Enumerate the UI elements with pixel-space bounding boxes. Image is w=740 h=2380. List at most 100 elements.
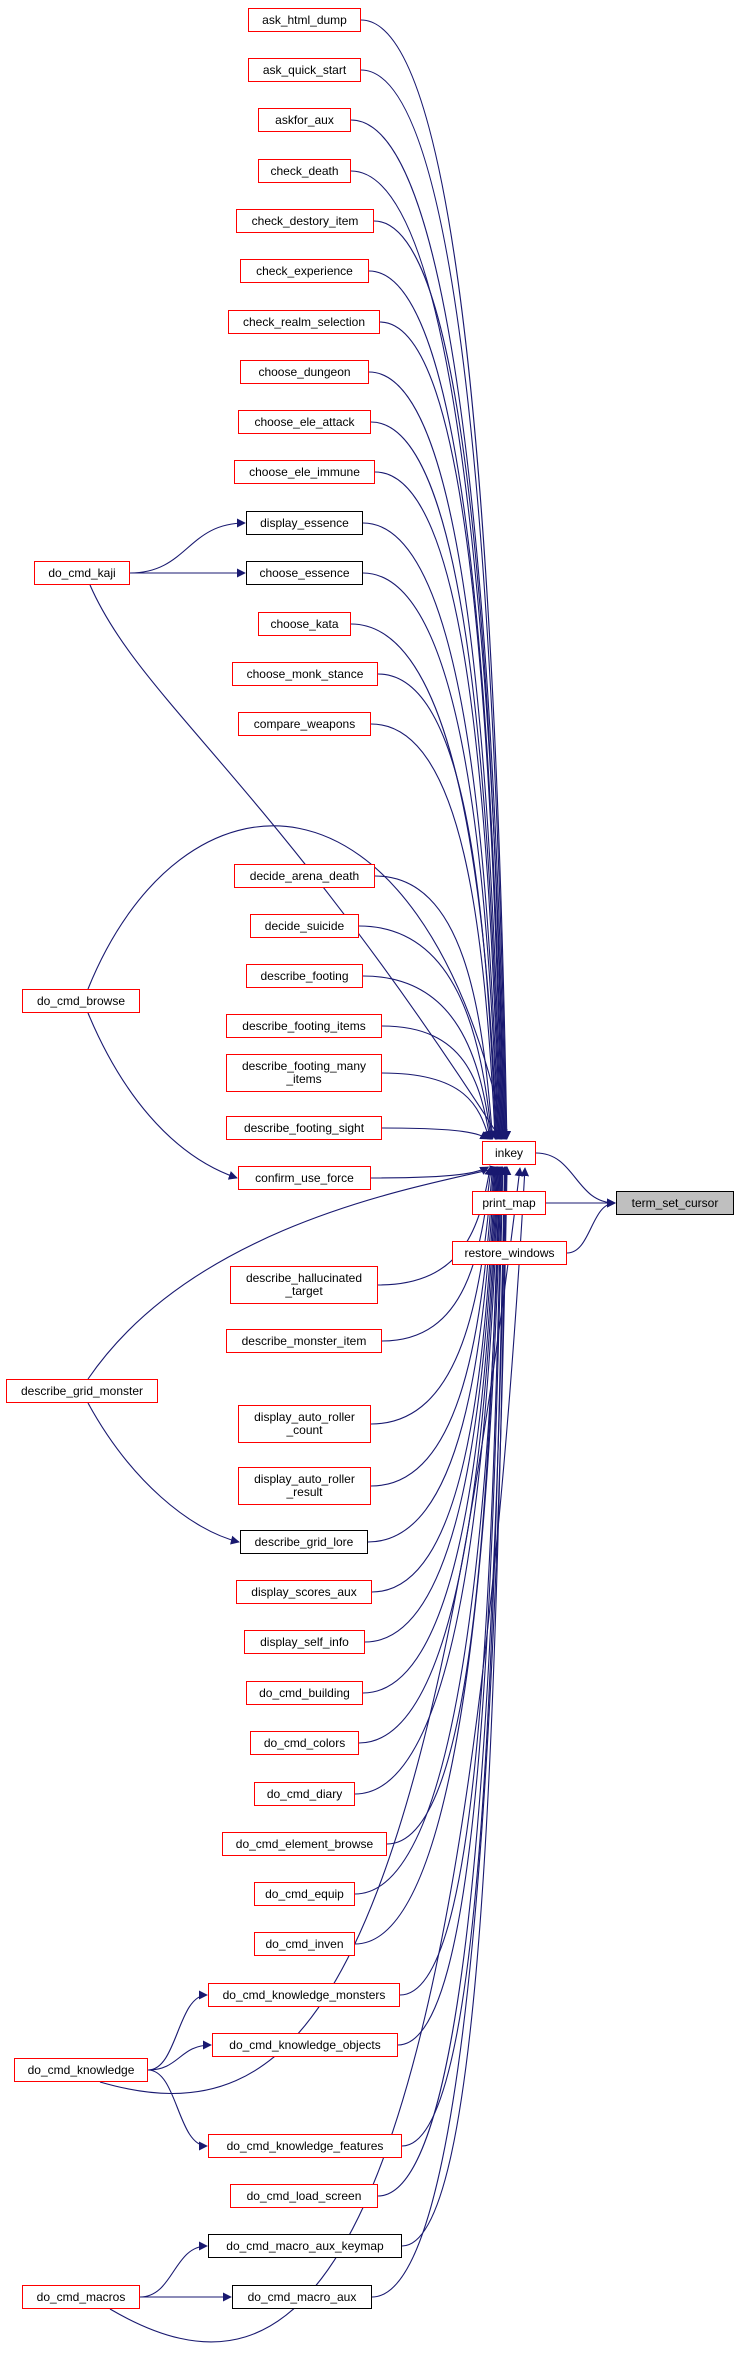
node-choose-essence[interactable]: choose_essence xyxy=(246,561,363,585)
edge-do-cmd-diary-to-inkey xyxy=(354,1166,503,1795)
edge-do-cmd-knowledge-to-do-cmd-knowledge-objects xyxy=(147,2040,212,2071)
node-choose-kata[interactable]: choose_kata xyxy=(258,612,351,636)
node-confirm-use-force[interactable]: confirm_use_force xyxy=(238,1166,371,1190)
node-term-set-cursor: term_set_cursor xyxy=(616,1191,734,1215)
edge-choose-dungeon-to-inkey xyxy=(368,371,506,1140)
edge-choose-essence-to-inkey xyxy=(362,572,502,1140)
edge-do-cmd-knowledge-to-do-cmd-knowledge-features xyxy=(147,2069,208,2151)
edge-check-death-to-inkey xyxy=(350,170,509,1140)
edge-check-experience-to-inkey xyxy=(368,270,508,1140)
edge-decide-suicide-to-inkey xyxy=(358,925,496,1140)
node-inkey[interactable]: inkey xyxy=(482,1141,536,1165)
edge-compare-weapons-to-inkey xyxy=(370,723,500,1140)
edge-do-cmd-knowledge-objects-to-inkey xyxy=(397,1166,508,2046)
node-check-death[interactable]: check_death xyxy=(258,159,351,183)
edge-do-cmd-browse-to-inkey xyxy=(87,825,508,1139)
edge-do-cmd-equip-to-inkey xyxy=(354,1166,505,1895)
node-do-cmd-knowledge-features[interactable]: do_cmd_knowledge_features xyxy=(208,2134,402,2158)
edge-do-cmd-kaji-to-display-essence xyxy=(129,518,246,574)
node-do-cmd-kaji[interactable]: do_cmd_kaji xyxy=(34,561,130,585)
edge-do-cmd-macro-aux-to-inkey xyxy=(371,1166,512,2298)
edge-choose-ele-immune-to-inkey xyxy=(374,471,504,1140)
node-ask-html-dump[interactable]: ask_html_dump xyxy=(248,8,361,32)
node-describe-grid-lore[interactable]: describe_grid_lore xyxy=(240,1530,368,1554)
node-do-cmd-macro-aux[interactable]: do_cmd_macro_aux xyxy=(232,2285,372,2309)
edge-restore-windows-to-term-set-cursor xyxy=(566,1198,616,1254)
edge-choose-monk-stance-to-inkey xyxy=(377,673,501,1140)
edge-do-cmd-knowledge-to-do-cmd-knowledge-monsters xyxy=(147,1990,208,2071)
edge-check-destory-item-to-inkey xyxy=(373,220,508,1140)
edge-describe-grid-monster-to-describe-grid-lore xyxy=(87,1402,240,1545)
node-describe-footing-many-items[interactable]: describe_footing_many _items xyxy=(226,1054,382,1092)
node-print-map[interactable]: print_map xyxy=(472,1191,546,1215)
edge-decide-arena-death-to-inkey xyxy=(374,875,497,1140)
edge-do-cmd-knowledge-to-inkey xyxy=(99,1167,524,2094)
node-do-cmd-diary[interactable]: do_cmd_diary xyxy=(254,1782,355,1806)
edge-display-scores-aux-to-inkey xyxy=(371,1166,500,1593)
node-describe-hallucinated-target[interactable]: describe_hallucinated _target xyxy=(230,1266,378,1304)
edge-display-auto-roller-count-to-inkey xyxy=(370,1166,497,1425)
node-display-scores-aux[interactable]: display_scores_aux xyxy=(236,1580,372,1604)
node-do-cmd-load-screen[interactable]: do_cmd_load_screen xyxy=(230,2184,378,2208)
node-decide-suicide[interactable]: decide_suicide xyxy=(250,914,359,938)
node-display-self-info[interactable]: display_self_info xyxy=(244,1630,365,1654)
edge-do-cmd-load-screen-to-inkey xyxy=(377,1166,510,2197)
edge-do-cmd-knowledge-monsters-to-inkey xyxy=(399,1166,507,1996)
edge-inkey-to-term-set-cursor xyxy=(535,1152,616,1208)
node-decide-arena-death[interactable]: decide_arena_death xyxy=(234,864,375,888)
edge-describe-footing-sight-to-inkey xyxy=(381,1127,490,1140)
node-check-realm-selection[interactable]: check_realm_selection xyxy=(228,310,380,334)
node-describe-grid-monster[interactable]: describe_grid_monster xyxy=(6,1379,158,1403)
node-do-cmd-colors[interactable]: do_cmd_colors xyxy=(250,1731,359,1755)
node-describe-footing-items[interactable]: describe_footing_items xyxy=(226,1014,382,1038)
edge-describe-footing-to-inkey xyxy=(362,975,495,1140)
edge-check-realm-selection-to-inkey xyxy=(379,321,507,1140)
edge-do-cmd-macros-to-do-cmd-macro-aux-keymap xyxy=(139,2241,208,2298)
node-choose-monk-stance[interactable]: choose_monk_stance xyxy=(232,662,378,686)
node-do-cmd-macro-aux-keymap[interactable]: do_cmd_macro_aux_keymap xyxy=(208,2234,402,2258)
edge-ask-html-dump-to-inkey xyxy=(360,19,512,1140)
node-compare-weapons[interactable]: compare_weapons xyxy=(238,712,371,736)
node-restore-windows[interactable]: restore_windows xyxy=(452,1241,567,1265)
edge-choose-ele-attack-to-inkey xyxy=(370,421,505,1140)
node-choose-ele-immune[interactable]: choose_ele_immune xyxy=(234,460,375,484)
node-describe-footing-sight[interactable]: describe_footing_sight xyxy=(226,1116,382,1140)
edge-do-cmd-building-to-inkey xyxy=(362,1166,502,1694)
node-check-destory-item[interactable]: check_destory_item xyxy=(236,209,374,233)
node-do-cmd-inven[interactable]: do_cmd_inven xyxy=(254,1932,355,1956)
edge-do-cmd-browse-to-confirm-use-force xyxy=(87,1012,238,1180)
node-do-cmd-knowledge[interactable]: do_cmd_knowledge xyxy=(14,2058,148,2082)
node-describe-footing[interactable]: describe_footing xyxy=(246,964,363,988)
node-askfor-aux[interactable]: askfor_aux xyxy=(258,108,351,132)
edge-describe-footing-items-to-inkey xyxy=(381,1025,494,1140)
node-choose-ele-attack[interactable]: choose_ele_attack xyxy=(238,410,371,434)
edge-display-auto-roller-result-to-inkey xyxy=(370,1166,498,1487)
edge-describe-grid-monster-to-inkey xyxy=(87,1165,499,1380)
node-ask-quick-start[interactable]: ask_quick_start xyxy=(248,58,361,82)
node-do-cmd-macros[interactable]: do_cmd_macros xyxy=(22,2285,140,2309)
edge-do-cmd-macro-aux-keymap-to-inkey xyxy=(401,1166,511,2247)
node-display-auto-roller-count[interactable]: display_auto_roller _count xyxy=(238,1405,371,1443)
node-describe-monster-item[interactable]: describe_monster_item xyxy=(226,1329,382,1353)
node-choose-dungeon[interactable]: choose_dungeon xyxy=(240,360,369,384)
edge-ask-quick-start-to-inkey xyxy=(360,69,511,1140)
edge-confirm-use-force-to-inkey xyxy=(370,1166,490,1179)
edge-display-self-info-to-inkey xyxy=(364,1166,501,1643)
node-display-essence[interactable]: display_essence xyxy=(246,511,363,535)
node-check-experience[interactable]: check_experience xyxy=(240,259,369,283)
edge-display-essence-to-inkey xyxy=(362,522,503,1140)
node-do-cmd-element-browse[interactable]: do_cmd_element_browse xyxy=(222,1832,387,1856)
node-do-cmd-building[interactable]: do_cmd_building xyxy=(246,1681,363,1705)
node-do-cmd-browse[interactable]: do_cmd_browse xyxy=(22,989,140,1013)
edge-describe-hallucinated-target-to-inkey xyxy=(377,1166,494,1286)
edge-do-cmd-element-browse-to-inkey xyxy=(386,1166,504,1845)
node-display-auto-roller-result[interactable]: display_auto_roller _result xyxy=(238,1467,371,1505)
node-do-cmd-equip[interactable]: do_cmd_equip xyxy=(254,1882,355,1906)
node-do-cmd-knowledge-objects[interactable]: do_cmd_knowledge_objects xyxy=(212,2033,398,2057)
edge-do-cmd-inven-to-inkey xyxy=(354,1166,506,1945)
node-do-cmd-knowledge-monsters[interactable]: do_cmd_knowledge_monsters xyxy=(208,1983,400,2007)
edge-describe-footing-many-items-to-inkey xyxy=(381,1072,492,1140)
edge-askfor-aux-to-inkey xyxy=(350,119,510,1140)
edge-do-cmd-kaji-to-inkey xyxy=(89,584,501,1139)
